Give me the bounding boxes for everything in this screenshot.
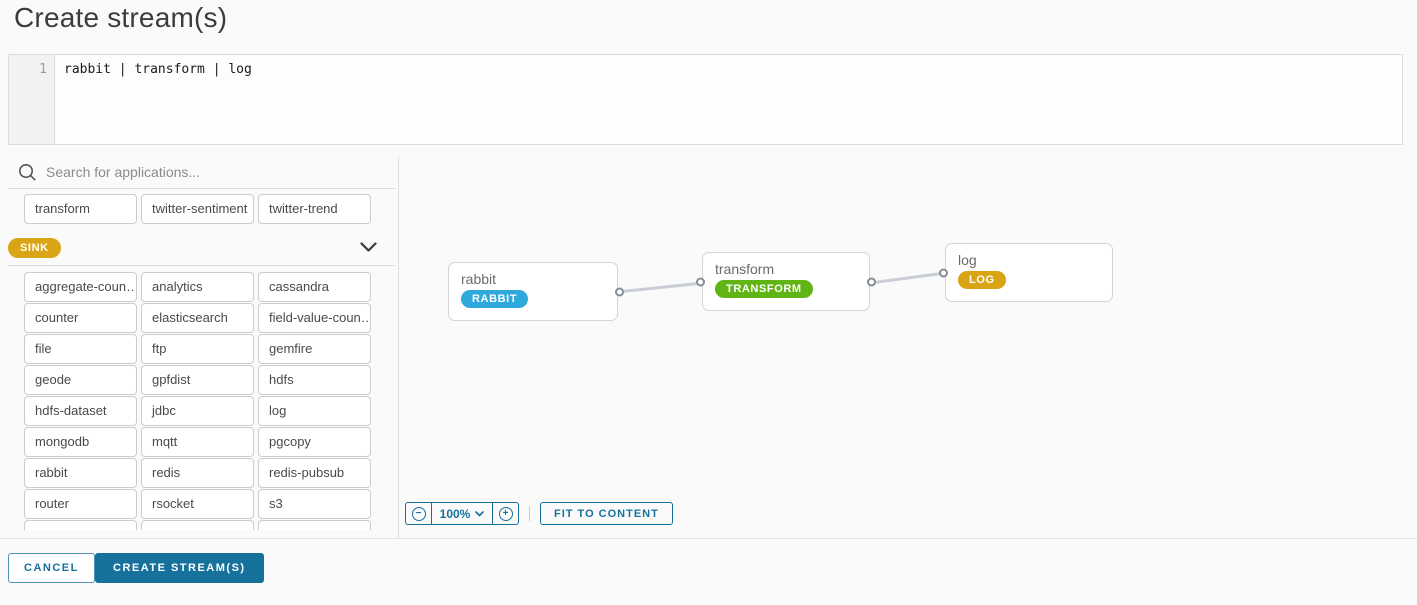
- dsl-code-line[interactable]: rabbit | transform | log: [64, 62, 252, 77]
- node-log[interactable]: log LOG: [939, 243, 1113, 302]
- node-rabbit[interactable]: rabbit RABBIT: [448, 262, 624, 321]
- zoom-in-button[interactable]: +: [492, 503, 518, 524]
- cancel-button[interactable]: CANCEL: [8, 553, 95, 583]
- footer-divider: [0, 538, 1417, 539]
- editor-line-number: 1: [9, 55, 55, 144]
- app-tile[interactable]: pgcopy: [258, 427, 371, 457]
- app-tile[interactable]: redis: [141, 458, 254, 488]
- app-tile[interactable]: log: [258, 396, 371, 426]
- app-tile[interactable]: twitter-trend: [258, 194, 371, 224]
- canvas-toolbar: − 100% + FIT TO CONTENT: [405, 502, 673, 525]
- toolbar-separator: [529, 506, 530, 521]
- app-tile[interactable]: geode: [24, 365, 137, 395]
- node-type-badge: LOG: [958, 271, 1006, 289]
- plus-circle-icon: +: [498, 506, 513, 521]
- app-tile-clipped[interactable]: [24, 520, 137, 530]
- app-tile[interactable]: elasticsearch: [141, 303, 254, 333]
- node-label: transform: [715, 261, 775, 277]
- app-tile-clipped[interactable]: [258, 520, 371, 530]
- app-tile[interactable]: counter: [24, 303, 137, 333]
- app-tile[interactable]: hdfs: [258, 365, 371, 395]
- app-tile[interactable]: jdbc: [141, 396, 254, 426]
- search-divider: [8, 188, 395, 189]
- palette-canvas-divider: [398, 157, 399, 538]
- zoom-out-button[interactable]: −: [406, 503, 432, 524]
- zoom-control-group: − 100% +: [405, 502, 519, 525]
- search-icon: [19, 164, 36, 181]
- output-port[interactable]: [867, 277, 876, 286]
- recent-apps-row: transform twitter-sentiment twitter-tren…: [24, 194, 371, 224]
- app-tile[interactable]: file: [24, 334, 137, 364]
- app-tile[interactable]: rabbit: [24, 458, 137, 488]
- app-tile[interactable]: mqtt: [141, 427, 254, 457]
- app-tile[interactable]: ftp: [141, 334, 254, 364]
- app-tile[interactable]: s3: [258, 489, 371, 519]
- create-streams-button[interactable]: CREATE STREAM(S): [95, 553, 264, 583]
- app-tile[interactable]: gemfire: [258, 334, 371, 364]
- chevron-down-icon: [475, 510, 485, 516]
- node-label: log: [958, 252, 977, 268]
- zoom-level-value: 100%: [439, 506, 471, 521]
- app-tile[interactable]: field-value-coun…: [258, 303, 371, 333]
- output-port[interactable]: [615, 287, 624, 296]
- app-tile[interactable]: rsocket: [141, 489, 254, 519]
- node-label: rabbit: [461, 271, 497, 287]
- app-tile[interactable]: aggregate-coun…: [24, 272, 137, 302]
- node-type-badge: RABBIT: [461, 290, 529, 308]
- minus-circle-icon: −: [411, 506, 426, 521]
- app-tile[interactable]: twitter-sentiment: [141, 194, 254, 224]
- section-divider: [8, 265, 395, 266]
- app-palette: transform twitter-sentiment twitter-tren…: [0, 157, 398, 538]
- dsl-editor[interactable]: 1 rabbit | transform | log: [8, 54, 1403, 145]
- app-tile[interactable]: gpfdist: [141, 365, 254, 395]
- fit-to-content-button[interactable]: FIT TO CONTENT: [540, 502, 673, 525]
- search-row: [0, 157, 390, 188]
- app-tile[interactable]: mongodb: [24, 427, 137, 457]
- app-tile[interactable]: redis-pubsub: [258, 458, 371, 488]
- sink-section-header[interactable]: SINK: [0, 238, 390, 259]
- app-list: aggregate-coun… analytics cassandra coun…: [24, 272, 371, 530]
- zoom-level-dropdown[interactable]: 100%: [432, 503, 492, 524]
- sink-section-badge: SINK: [8, 238, 61, 258]
- node-type-badge: TRANSFORM: [715, 280, 813, 298]
- input-port[interactable]: [939, 268, 948, 277]
- app-tile[interactable]: analytics: [141, 272, 254, 302]
- app-tile[interactable]: router: [24, 489, 137, 519]
- search-input[interactable]: [46, 160, 376, 184]
- chevron-down-icon[interactable]: [360, 242, 377, 253]
- app-tile-clipped[interactable]: [141, 520, 254, 530]
- flow-canvas[interactable]: rabbit RABBIT transform TRANSFORM log LO…: [399, 157, 1417, 538]
- stream-connections: [616, 271, 946, 294]
- app-tile[interactable]: hdfs-dataset: [24, 396, 137, 426]
- node-transform[interactable]: transform TRANSFORM: [696, 252, 876, 311]
- app-tile[interactable]: cassandra: [258, 272, 371, 302]
- input-port[interactable]: [696, 277, 705, 286]
- page-title: Create stream(s): [14, 2, 228, 33]
- app-tile[interactable]: transform: [24, 194, 137, 224]
